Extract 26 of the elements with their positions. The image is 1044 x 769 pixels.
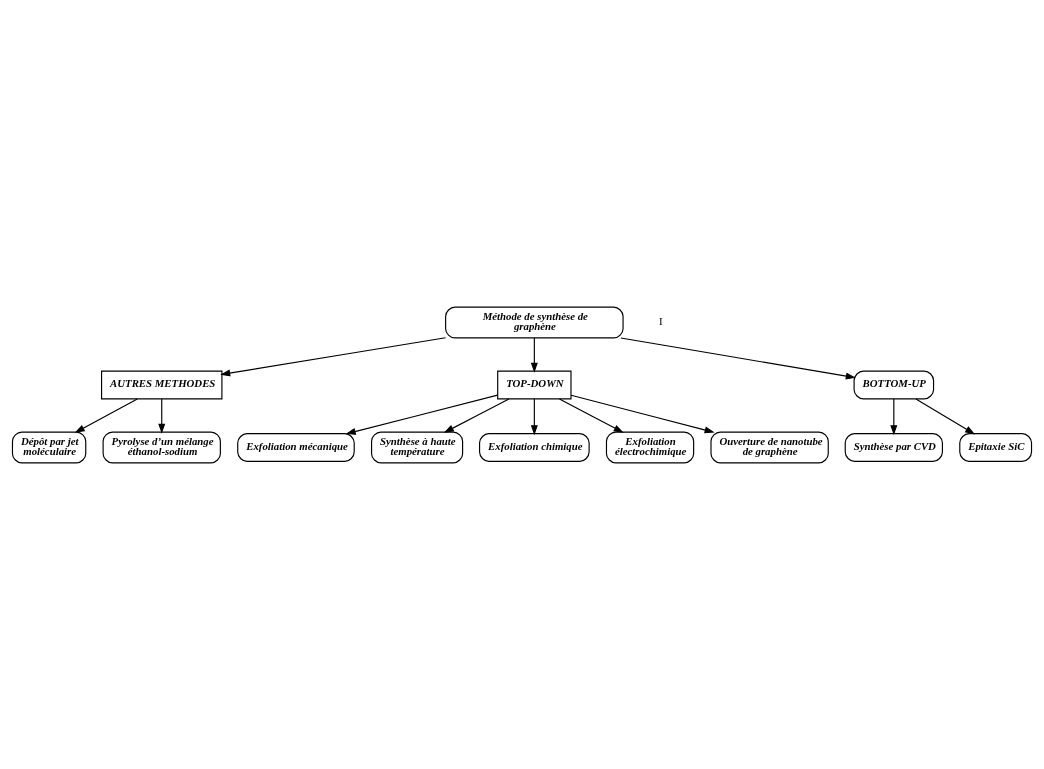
label: I	[658, 314, 663, 327]
arrow	[158, 397, 166, 434]
node-box: Synthèse par CVD	[844, 432, 943, 462]
arrow	[74, 397, 138, 433]
arrow	[530, 397, 538, 435]
node-box: BOTTOM-UP	[853, 370, 935, 399]
node-box: Méthode de synthèse de graphène	[445, 306, 624, 338]
node-box: Synthèse à haute température	[371, 431, 464, 463]
node-box: Exfoliation électrochimique	[605, 431, 695, 463]
arrow	[345, 394, 499, 435]
arrow	[443, 397, 510, 433]
arrow	[620, 336, 856, 380]
arrow	[220, 336, 447, 376]
arrow	[890, 397, 898, 435]
arrow	[915, 397, 976, 434]
node-box: Exfoliation chimique	[479, 432, 590, 462]
node-box: Ouverture de nanotube de graphène	[710, 431, 829, 463]
arrow	[530, 336, 538, 373]
arrow	[558, 397, 624, 433]
node-box: Exfoliation mécanique	[237, 432, 355, 462]
node-box: Dépôt par jet moléculaire	[11, 431, 87, 463]
node-box: Epitaxie SiC	[959, 432, 1033, 462]
node-box: Pyrolyse d’un mélange éthanol-sodium	[102, 431, 221, 463]
arrow	[570, 394, 715, 433]
node-box: TOP-DOWN	[497, 370, 572, 399]
node-box: AUTRES METHODES	[101, 370, 223, 399]
